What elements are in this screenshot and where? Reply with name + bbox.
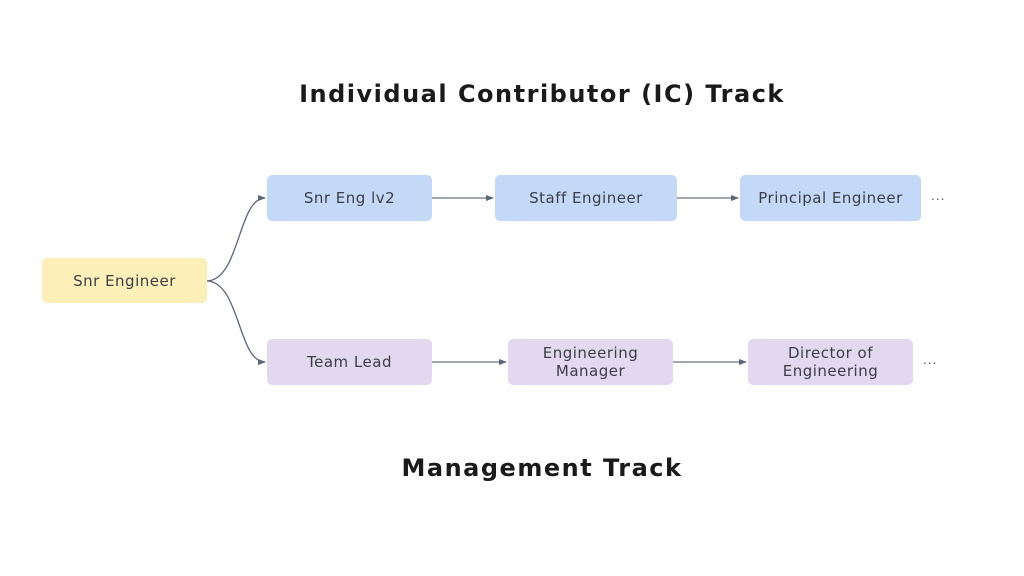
node-label: Engineering Manager [542, 344, 639, 380]
node-engineering-manager[interactable]: Engineering Manager [508, 339, 673, 385]
node-label: Team Lead [307, 353, 392, 371]
node-team-lead[interactable]: Team Lead [267, 339, 432, 385]
node-principal-engineer[interactable]: Principal Engineer [740, 175, 921, 221]
ic-track-title: Individual Contributor (IC) Track [299, 80, 785, 108]
node-label: Principal Engineer [758, 189, 903, 207]
node-label: Snr Engineer [73, 271, 176, 290]
node-snr-eng-lv2[interactable]: Snr Eng lv2 [267, 175, 432, 221]
management-track-title: Management Track [401, 454, 683, 482]
node-label: Staff Engineer [529, 189, 643, 207]
connector-start-to-ic [206, 195, 266, 282]
connector-start-to-management [206, 280, 266, 365]
node-staff-engineer[interactable]: Staff Engineer [495, 175, 677, 221]
node-label: Snr Eng lv2 [303, 189, 396, 207]
node-director-of-engineering[interactable]: Director of Engineering [748, 339, 913, 385]
ic-continuation-ellipsis: ... [931, 189, 946, 203]
node-label: Director of Engineering [782, 344, 879, 380]
node-snr-engineer[interactable]: Snr Engineer [42, 258, 207, 303]
management-continuation-ellipsis: ... [923, 353, 938, 367]
